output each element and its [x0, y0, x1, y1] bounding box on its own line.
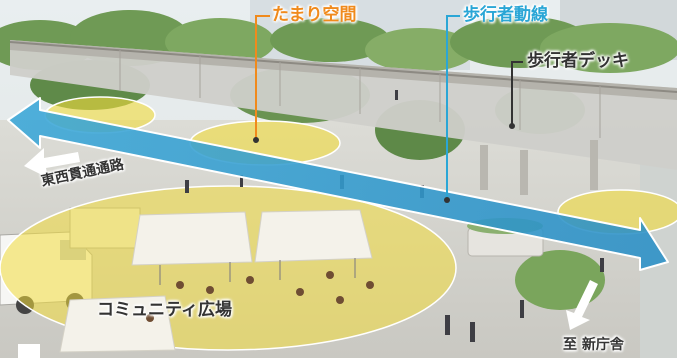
- leader-lines: [255, 15, 523, 200]
- pedestrian-flow-arrow: [7, 97, 669, 271]
- community-plaza-label: コミュニティ広場: [97, 300, 232, 320]
- plaza-tables: [146, 271, 374, 322]
- to-new-office-arrow: [566, 280, 598, 330]
- leader-dot: [444, 197, 450, 203]
- market-tents: [59, 209, 373, 353]
- pedestrian-flow-label: 歩行者動線: [463, 5, 548, 25]
- tent-poles: [159, 258, 356, 285]
- to-new-office-label: 至 新庁舎: [563, 337, 624, 353]
- pedestrian-deck-label: 歩行者デッキ: [527, 51, 629, 71]
- pedestrian-deck: [9, 40, 677, 195]
- east-west-passage-arrow: [24, 148, 80, 178]
- tamari-space-label: たまり空間: [272, 5, 357, 25]
- leader-dot: [509, 123, 515, 129]
- leader-dot: [253, 137, 259, 143]
- corner-marker: [18, 344, 40, 358]
